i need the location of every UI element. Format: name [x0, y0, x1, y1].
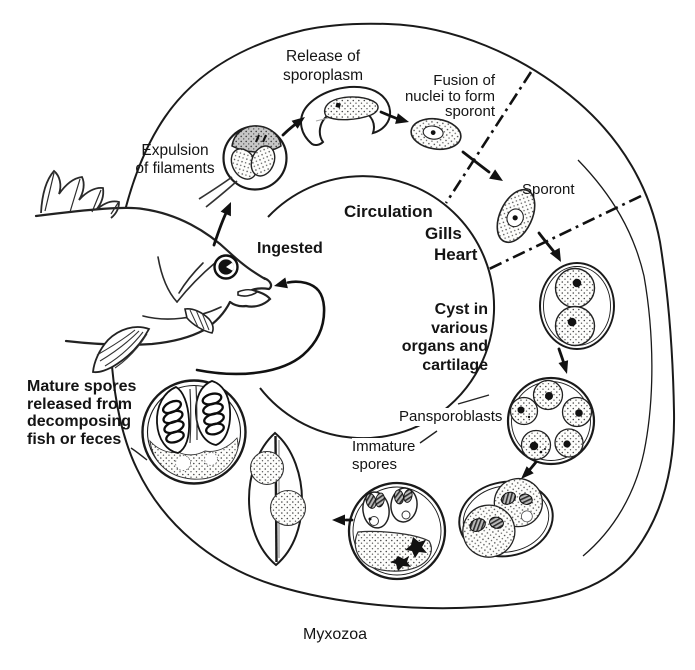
- fish-ventral-finlet: [184, 308, 214, 334]
- fish-lower-jaw: [228, 288, 272, 308]
- arrow-immature-to-valve-view: [332, 514, 354, 526]
- label-expulsion-of-filaments: Expulsion of filaments: [135, 142, 215, 177]
- fish-dorsal-fin: [40, 169, 120, 219]
- expelled-polar-filaments: [198, 176, 238, 208]
- stage-immature-spores: [347, 481, 447, 581]
- stage-spore-valve-view: [247, 431, 307, 567]
- label-release-of-sporoplasm: Release of sporoplasm: [282, 48, 364, 84]
- fish-eye: [213, 254, 239, 280]
- arrow-pansporoblasts-to-sporoblasts: [521, 460, 538, 479]
- fish-gill-lines: [142, 256, 222, 320]
- label-pansporoblasts: Pansporoblasts: [397, 408, 505, 426]
- label-circulation: Circulation: [344, 202, 433, 221]
- stage-mature-spore: [141, 379, 247, 485]
- fish-tongue: [237, 288, 259, 297]
- cycle-arrows: [195, 110, 569, 526]
- dash-line-lower: [486, 194, 642, 272]
- arrow-sporont-to-two-cell: [537, 231, 561, 262]
- polar-capsule-coil-right: [201, 392, 225, 436]
- label-leader-lines: [130, 394, 490, 461]
- diagram-caption: Myxozoa: [303, 626, 368, 643]
- inner-cycle-ring: [259, 175, 496, 440]
- label-fusion-of-nuclei: Fusion of nuclei to form sporont: [404, 72, 495, 120]
- fish-operculum-belly: [64, 328, 206, 346]
- label-heart: Heart: [434, 245, 478, 264]
- label-sporont: Sporont: [522, 181, 575, 198]
- stage-release-of-sporoplasm: [300, 85, 392, 147]
- fish-pectoral-fin: [92, 326, 151, 374]
- stage-two-cell: [539, 262, 615, 350]
- arrow-two-cell-to-pansporoblasts: [557, 347, 569, 374]
- polar-capsule-coil-left: [161, 399, 185, 444]
- dash-line-upper: [444, 71, 533, 204]
- stage-pansporoblasts: [506, 376, 596, 466]
- arrow-mature-spore-ingested: [195, 277, 326, 376]
- fish-illustration: [34, 169, 273, 374]
- arrow-release-to-fusion: [379, 110, 409, 124]
- label-mature-spores: Mature spores released from decomposing …: [27, 378, 137, 448]
- label-gills: Gills: [425, 224, 462, 243]
- label-ingested: Ingested: [257, 240, 323, 257]
- label-immature-spores: Immature spores: [352, 438, 416, 474]
- sector-boundary-lines: [444, 71, 642, 272]
- outer-cycle-ring: [109, 22, 676, 610]
- arrow-fusion-to-sporont: [461, 150, 503, 181]
- label-cyst-location: Cyst in various organs and cartilage: [401, 301, 488, 374]
- stage-sporont: [496, 188, 536, 244]
- stage-fusion-of-nuclei: [410, 117, 462, 151]
- arrow-fish-to-expulsion: [212, 202, 231, 247]
- stage-expulsion-of-filaments: [198, 125, 288, 208]
- arrow-expulsion-to-release: [281, 117, 305, 137]
- fish-upper-jaw: [250, 276, 273, 292]
- stage-developing-sporoblasts: [458, 477, 554, 558]
